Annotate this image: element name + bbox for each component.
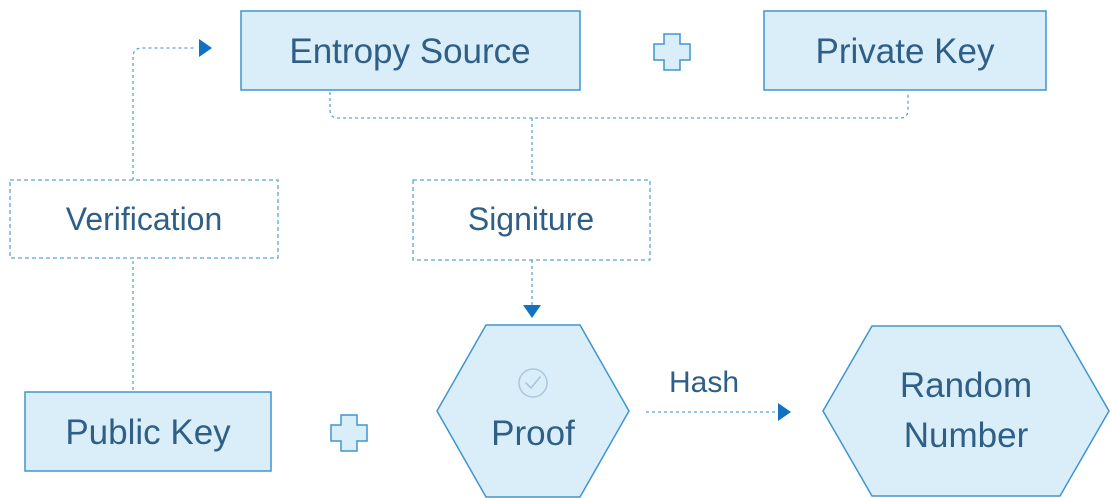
plus-icon <box>653 33 691 71</box>
signiture-node: Signiture <box>412 179 651 261</box>
plus-icon <box>330 414 368 452</box>
combine-brace-top <box>329 92 909 119</box>
check-circle-icon <box>518 368 548 398</box>
proof-label: Proof <box>491 414 575 453</box>
entropy-source-label: Entropy Source <box>289 32 530 71</box>
private-key-node: Private Key <box>763 10 1047 91</box>
hash-label: Hash <box>669 366 739 399</box>
public-key-node: Public Key <box>24 391 272 472</box>
verification-node: Verification <box>9 179 279 259</box>
arrow-down-icon <box>523 305 541 318</box>
arrow-right-icon <box>199 39 212 57</box>
random-number-node: Random Number <box>822 325 1110 497</box>
verification-label: Verification <box>66 201 223 237</box>
proof-node: Proof <box>436 324 630 498</box>
entropy-source-node: Entropy Source <box>240 10 581 91</box>
private-key-label: Private Key <box>816 32 995 71</box>
random-number-label-line1: Random <box>900 366 1032 405</box>
arrow-right-icon <box>778 403 791 421</box>
public-key-label: Public Key <box>65 413 231 452</box>
signiture-label: Signiture <box>468 201 594 237</box>
random-number-label-line2: Number <box>904 416 1029 455</box>
verification-to-entropy-line <box>132 47 195 180</box>
